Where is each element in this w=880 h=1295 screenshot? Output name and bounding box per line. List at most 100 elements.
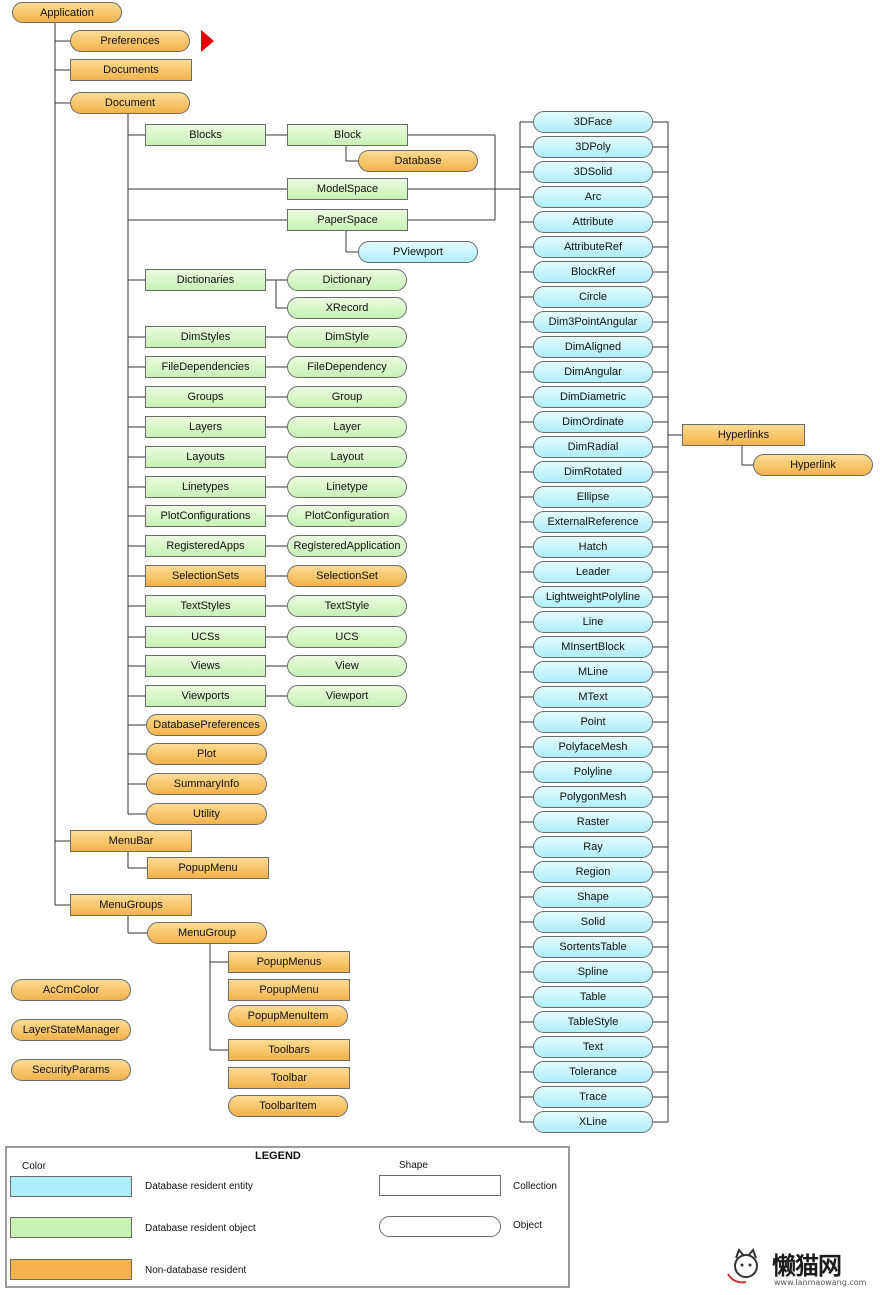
entity-arc-label: Arc	[584, 191, 602, 203]
node-viewports: Viewports	[145, 685, 266, 707]
entity-externalreference-label: ExternalReference	[547, 516, 639, 528]
node-popupmenus: PopupMenus	[228, 951, 350, 973]
entity-solid: Solid	[533, 911, 653, 933]
entity-tolerance: Tolerance	[533, 1061, 653, 1083]
entity-line-label: Line	[582, 616, 604, 628]
node-popupmenuitem: PopupMenuItem	[228, 1005, 348, 1027]
node-databasepreferences-label: DatabasePreferences	[153, 719, 260, 731]
entity-xline: XLine	[533, 1111, 653, 1133]
node-popupmenu-b: PopupMenu	[228, 979, 350, 1001]
entity-dimdiametric: DimDiametric	[533, 386, 653, 408]
entity-point-label: Point	[580, 716, 606, 728]
node-selectionsets-label: SelectionSets	[171, 570, 240, 582]
entity-ray: Ray	[533, 836, 653, 858]
legend-label-object-shape: Object	[513, 1220, 542, 1231]
node-plotconfigurations-label: PlotConfigurations	[160, 510, 251, 522]
legend-label-nondb: Non-database resident	[145, 1265, 247, 1276]
node-popupmenu-a-label: PopupMenu	[178, 862, 238, 874]
node-dimstyles: DimStyles	[145, 326, 266, 348]
node-document: Document	[70, 92, 190, 114]
node-registeredapps-label: RegisteredApps	[166, 540, 245, 552]
entity-attributeref: AttributeRef	[533, 236, 653, 258]
node-views: Views	[145, 655, 266, 677]
node-utility-label: Utility	[193, 808, 220, 820]
node-hyperlinks: Hyperlinks	[682, 424, 805, 446]
entity-polyfacemesh-label: PolyfaceMesh	[558, 741, 628, 753]
entity-table: Table	[533, 986, 653, 1008]
entity-hatch: Hatch	[533, 536, 653, 558]
node-pviewport-label: PViewport	[393, 246, 443, 258]
entity-polygonmesh: PolygonMesh	[533, 786, 653, 808]
node-ucs: UCS	[287, 626, 407, 648]
entity-polyline-label: Polyline	[573, 766, 613, 778]
node-modelspace-label: ModelSpace	[316, 183, 379, 195]
node-viewports-label: Viewports	[181, 690, 230, 702]
node-database: Database	[358, 150, 478, 172]
node-block-label: Block	[334, 129, 361, 141]
node-toolbaritem: ToolbarItem	[228, 1095, 348, 1117]
entity-solid-label: Solid	[580, 916, 606, 928]
legend-label-entity: Database resident entity	[145, 1181, 253, 1192]
node-dictionaries: Dictionaries	[145, 269, 266, 291]
node-linetypes: Linetypes	[145, 476, 266, 498]
node-menugroup-label: MenuGroup	[177, 927, 237, 939]
node-hyperlink-label: Hyperlink	[790, 459, 836, 471]
node-preferences-label: Preferences	[100, 35, 160, 47]
entity-text-label: Text	[582, 1041, 604, 1053]
node-application: Application	[12, 2, 122, 23]
node-registeredapps: RegisteredApps	[145, 535, 266, 557]
node-summaryinfo: SummaryInfo	[146, 773, 267, 795]
node-dictionary-label: Dictionary	[322, 274, 372, 286]
watermark-name: 懒猫网	[772, 1252, 842, 1280]
legend-label-object: Database resident object	[145, 1223, 256, 1234]
red-arrow-icon	[201, 30, 214, 52]
entity-circle: Circle	[533, 286, 653, 308]
node-dictionary: Dictionary	[287, 269, 407, 291]
node-popupmenu-b-label: PopupMenu	[259, 984, 319, 996]
entity-line: Line	[533, 611, 653, 633]
node-hyperlink: Hyperlink	[753, 454, 873, 476]
entity-shape-label: Shape	[577, 891, 609, 903]
entity-blockref-label: BlockRef	[570, 266, 616, 278]
entity-mtext: MText	[533, 686, 653, 708]
entity-dimangular-label: DimAngular	[564, 366, 622, 378]
entity-tolerance-label: Tolerance	[569, 1066, 617, 1078]
legend-swatch-object	[10, 1217, 132, 1238]
entity-tablestyle: TableStyle	[533, 1011, 653, 1033]
entity-circle-label: Circle	[578, 291, 608, 303]
node-textstyles-label: TextStyles	[180, 600, 231, 612]
entity-3dface-label: 3DFace	[573, 116, 613, 128]
legend-label-collection: Collection	[513, 1181, 557, 1192]
entity-spline: Spline	[533, 961, 653, 983]
node-documents: Documents	[70, 59, 192, 81]
node-plot-label: Plot	[197, 748, 216, 760]
node-layer-label: Layer	[333, 421, 361, 433]
node-menugroup: MenuGroup	[147, 922, 267, 944]
entity-externalreference: ExternalReference	[533, 511, 653, 533]
entity-polyfacemesh: PolyfaceMesh	[533, 736, 653, 758]
node-hyperlinks-label: Hyperlinks	[717, 429, 770, 441]
entity-mline-label: MLine	[578, 666, 608, 678]
entity-polygonmesh-label: PolygonMesh	[559, 791, 627, 803]
entity-hatch-label: Hatch	[578, 541, 608, 553]
entity-attribute: Attribute	[533, 211, 653, 233]
node-toolbars-label: Toolbars	[268, 1044, 310, 1056]
node-textstyle-label: TextStyle	[324, 600, 370, 612]
entity-spline-label: Spline	[577, 966, 609, 978]
entity-raster-label: Raster	[576, 816, 610, 828]
entity-lightweightpolyline: LightweightPolyline	[533, 586, 653, 608]
node-toolbar-label: Toolbar	[270, 1072, 308, 1084]
node-registeredapplication: RegisteredApplication	[287, 535, 407, 557]
node-view: View	[287, 655, 407, 677]
entity-dimaligned-label: DimAligned	[564, 341, 622, 353]
entity-sortentstable: SortentsTable	[533, 936, 653, 958]
node-accmcolor-label: AcCmColor	[42, 984, 100, 996]
legend-shape-object	[379, 1216, 501, 1237]
node-linetypes-label: Linetypes	[181, 481, 230, 493]
entity-region: Region	[533, 861, 653, 883]
entity-dimdiametric-label: DimDiametric	[560, 391, 626, 403]
node-layers-label: Layers	[188, 421, 223, 433]
entity-leader-label: Leader	[575, 566, 611, 578]
node-filedependency: FileDependency	[287, 356, 407, 378]
